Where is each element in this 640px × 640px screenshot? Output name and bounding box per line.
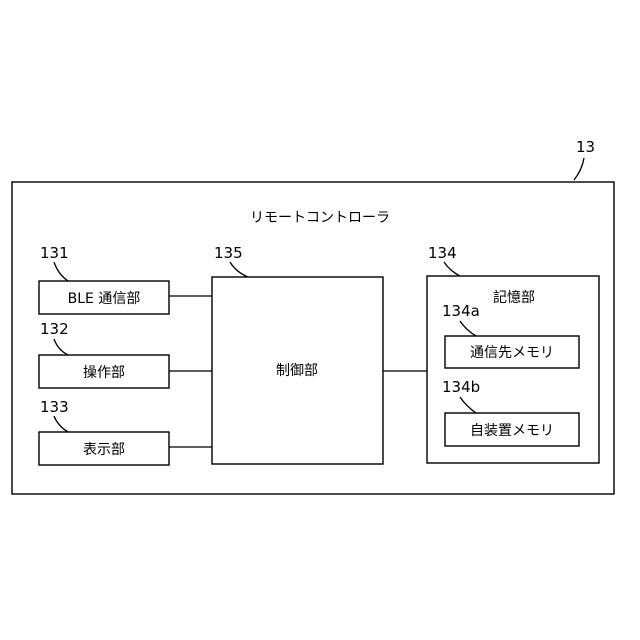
dest-memory-label: 通信先メモリ	[470, 345, 554, 361]
operation-unit-label: 操作部	[83, 365, 125, 381]
ref-controller: 135	[214, 244, 243, 262]
ref-device: 13	[576, 138, 595, 156]
ble-unit-label: BLE 通信部	[68, 291, 141, 307]
ref-ble: 131	[40, 244, 69, 262]
storage-unit-label: 記憶部	[493, 289, 535, 306]
ref-display: 133	[40, 398, 69, 416]
control-unit-label: 制御部	[276, 363, 318, 379]
device-title: リモートコントローラ	[250, 210, 390, 226]
display-unit-label: 表示部	[83, 442, 125, 458]
self-memory-label: 自装置メモリ	[470, 423, 554, 439]
ref-dest-memory: 134a	[442, 302, 480, 320]
leader-device	[574, 158, 584, 180]
ref-operation: 132	[40, 320, 69, 338]
ref-self-memory: 134b	[442, 378, 480, 396]
ref-storage: 134	[428, 244, 457, 262]
